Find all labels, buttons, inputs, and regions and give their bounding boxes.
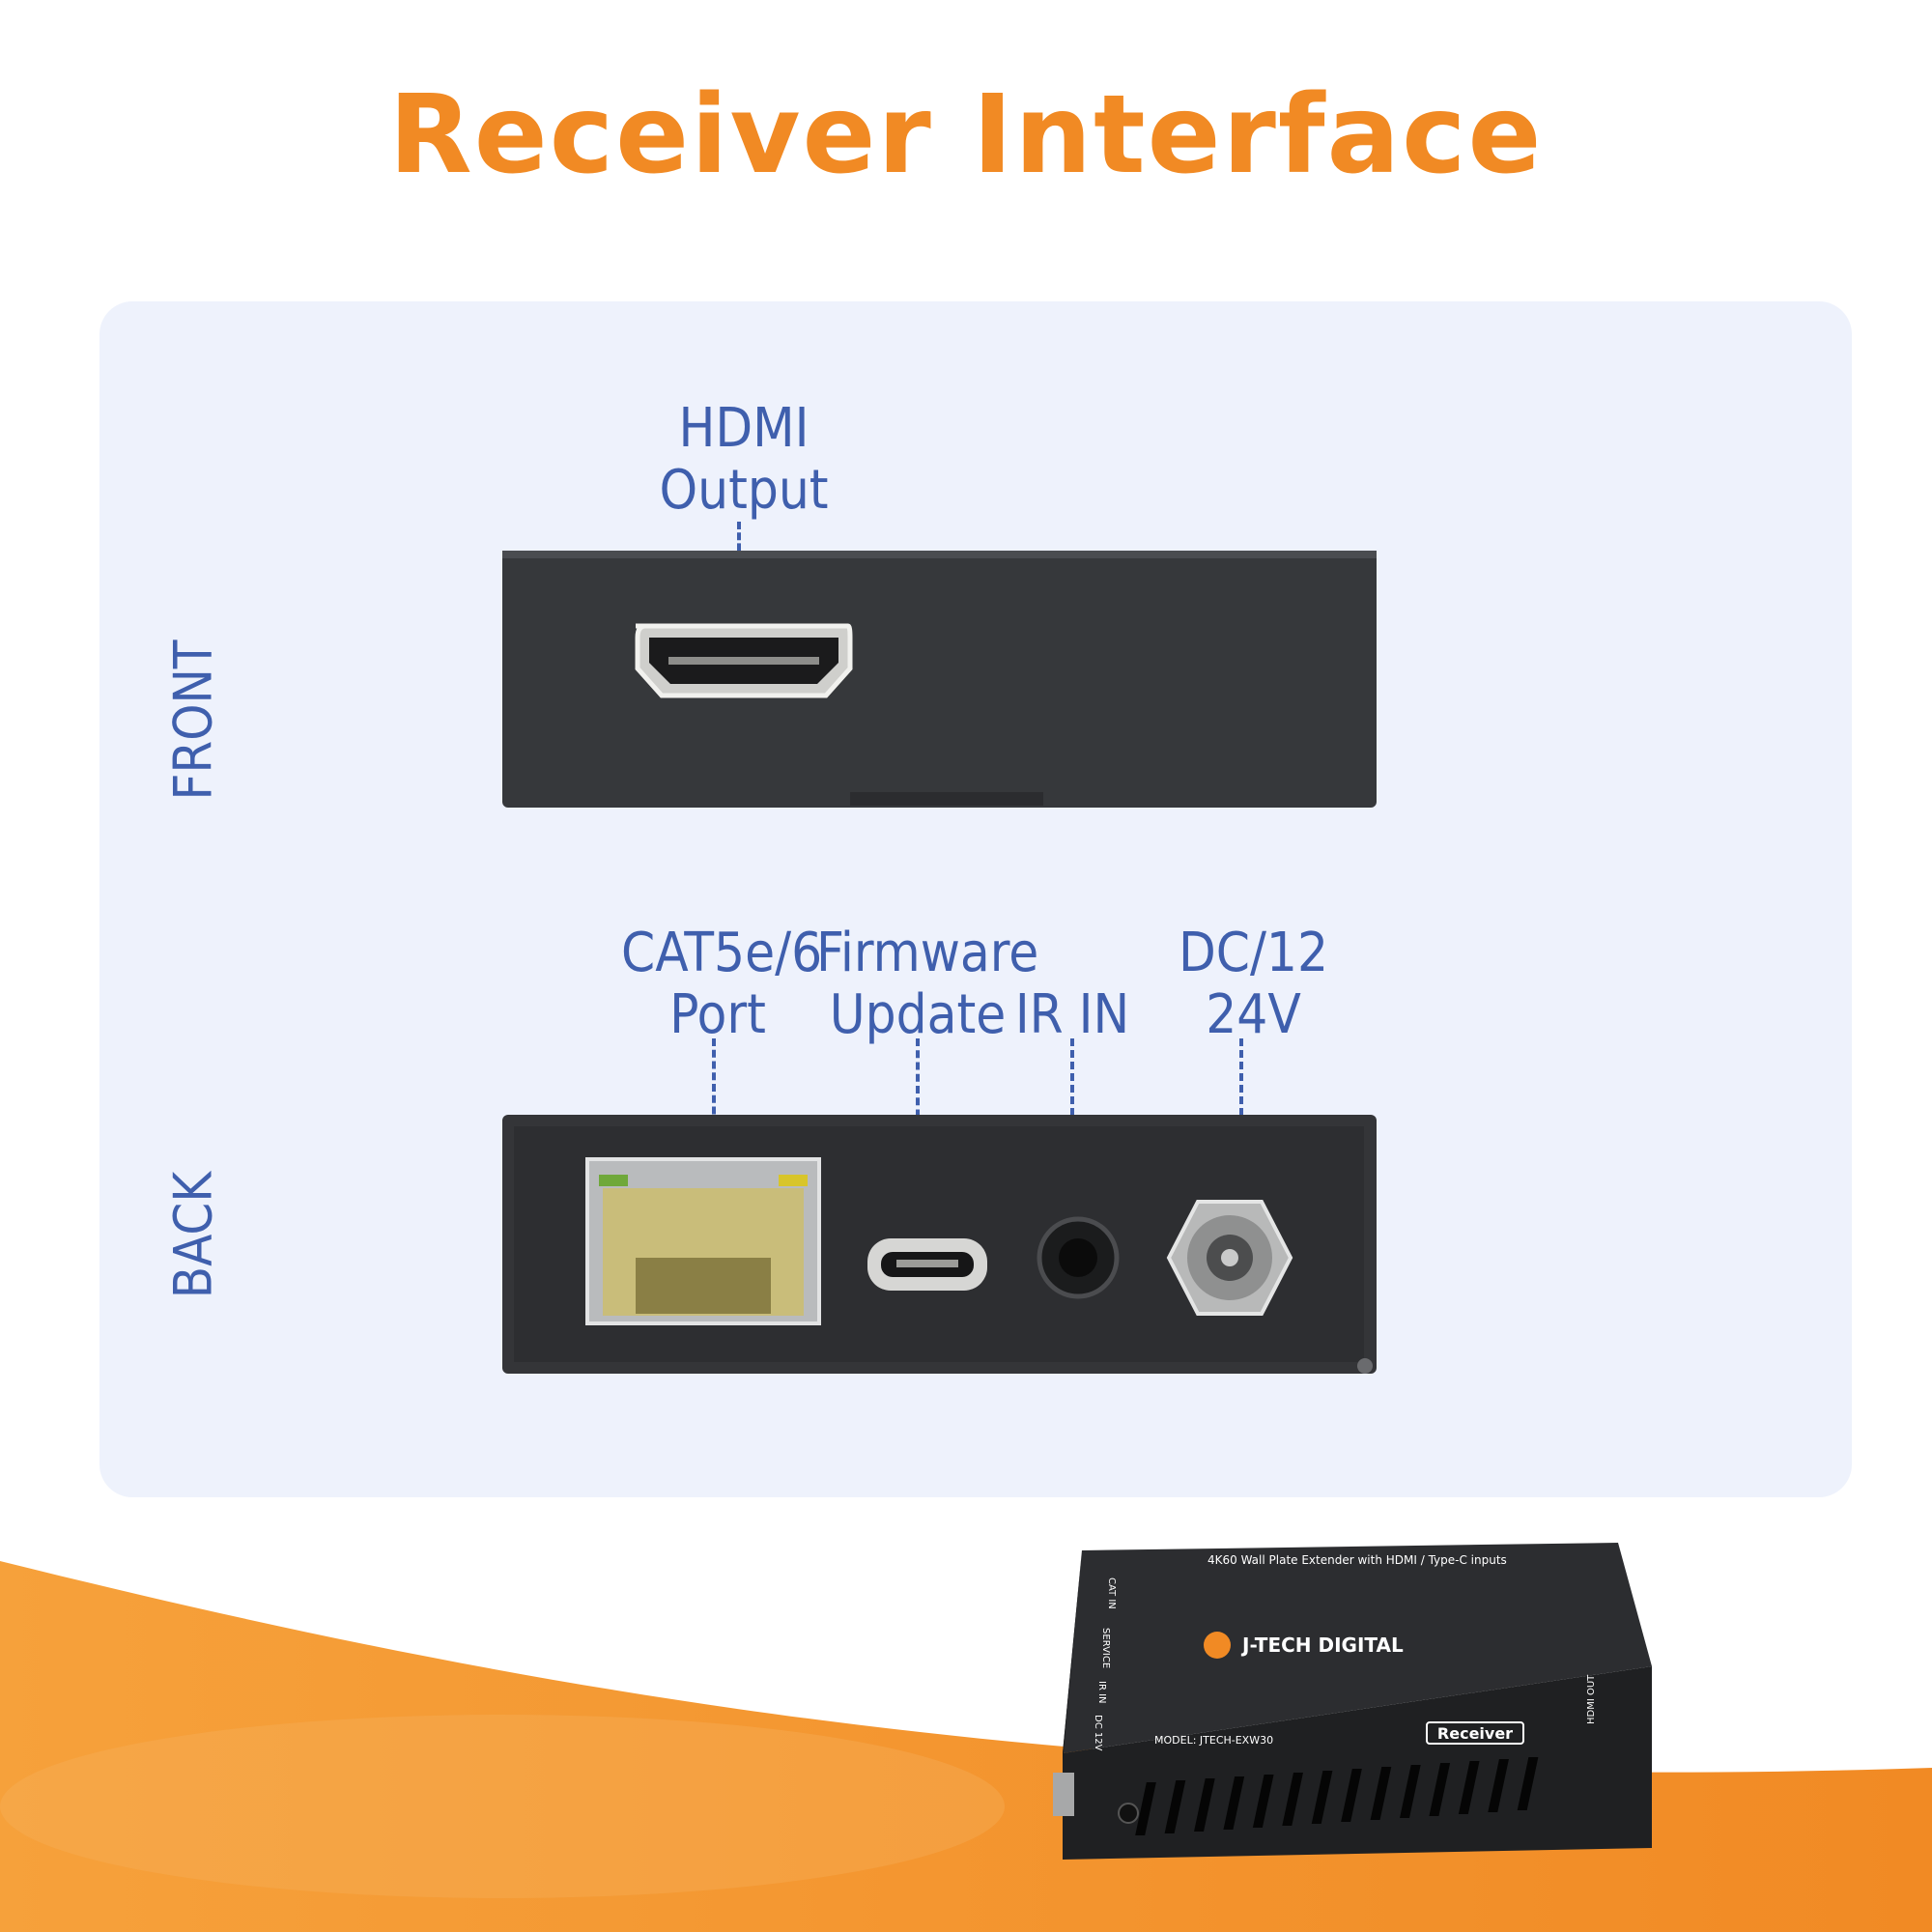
ir-in-callout: IR IN xyxy=(1005,984,1140,1046)
firmware-update-leader xyxy=(916,1038,920,1141)
port-label-cat-in: CAT IN xyxy=(1106,1577,1117,1609)
screw-icon xyxy=(1118,1803,1139,1824)
hdmi-port-icon xyxy=(635,623,853,698)
dc-power-jack-icon xyxy=(1166,1200,1293,1316)
vent-slots xyxy=(1135,1757,1539,1835)
hdmi-output-line1: HDMI xyxy=(678,397,810,460)
port-label-dc-12v: DC 12V xyxy=(1093,1715,1103,1751)
receiver-badge-frame xyxy=(1426,1721,1524,1745)
cat-port-line2: Port xyxy=(669,983,766,1046)
back-device-view xyxy=(502,1115,1377,1374)
brand-logo: J-TECH DIGITAL xyxy=(1204,1632,1404,1659)
micro-usb-port-icon xyxy=(867,1238,987,1291)
port-label-hdmi-out: HDMI OUT xyxy=(1586,1674,1597,1724)
cat-port-callout: CAT5e/6 Port xyxy=(621,922,823,1046)
cat-port-line1: CAT5e/6 xyxy=(621,922,823,984)
front-label: FRONT xyxy=(162,639,224,801)
port-label-service: SERVICE xyxy=(1100,1628,1111,1668)
device-top-text: 4K60 Wall Plate Extender with HDMI / Typ… xyxy=(1208,1553,1507,1567)
dc-power-callout: DC/12 24V xyxy=(1174,923,1333,1046)
dc-power-line2: 24V xyxy=(1206,983,1301,1046)
ir-in-text: IR IN xyxy=(1014,983,1130,1046)
device-model: MODEL: JTECH-EXW30 xyxy=(1154,1734,1273,1747)
port-label-ir-in: IR IN xyxy=(1096,1681,1107,1704)
receiver-device-photo: 4K60 Wall Plate Extender with HDMI / Typ… xyxy=(1053,1543,1652,1860)
cat-port-leader xyxy=(712,1038,716,1137)
dc-connector-icon xyxy=(1053,1773,1074,1816)
back-label: BACK xyxy=(162,1171,224,1299)
firmware-update-line2: Update xyxy=(829,983,1007,1046)
dc-power-line1: DC/12 xyxy=(1178,922,1329,984)
firmware-update-line1: Firmware xyxy=(816,922,1039,984)
dc-power-leader xyxy=(1239,1038,1243,1139)
firmware-update-callout: Firmware Update xyxy=(816,922,1039,1046)
page-title: Receiver Interface xyxy=(388,72,1544,198)
hdmi-output-callout: HDMI Output xyxy=(647,398,840,522)
receiver-badge: Receiver xyxy=(1437,1724,1513,1743)
ethernet-port-icon xyxy=(585,1157,821,1325)
ir-jack-icon xyxy=(1037,1216,1120,1299)
front-device-view xyxy=(502,551,1377,808)
ir-in-leader xyxy=(1070,1038,1074,1139)
brand-name: J-TECH DIGITAL xyxy=(1240,1634,1404,1657)
hdmi-output-line2: Output xyxy=(659,459,829,522)
